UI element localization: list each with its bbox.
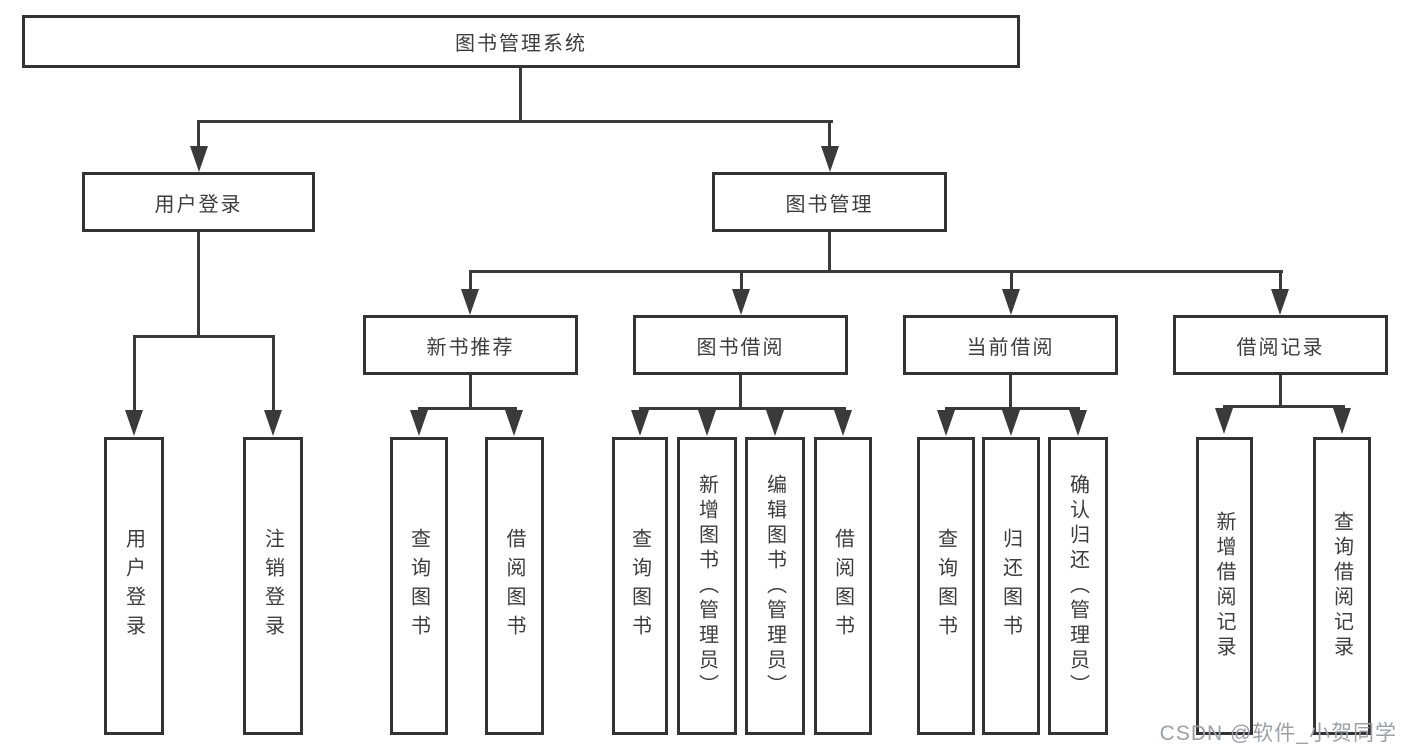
arrow-down-icon <box>732 289 750 315</box>
node-book-management: 图书管理 <box>712 172 947 232</box>
connector-line <box>1010 273 1013 291</box>
connector-line <box>639 407 846 410</box>
leaf-query-books: 查询图书 <box>917 437 975 735</box>
connector-line <box>1009 375 1012 407</box>
connector-line <box>418 407 517 410</box>
connector-line <box>469 375 472 407</box>
leaf-query-borrow-record: 查询借阅记录 <box>1313 437 1371 735</box>
arrow-down-icon <box>1002 289 1020 315</box>
connector-line <box>1279 375 1282 405</box>
leaf-logout-login: 注销登录 <box>243 437 303 735</box>
connector-line <box>739 375 742 407</box>
connector-line <box>828 232 831 270</box>
arrow-down-icon <box>698 410 716 436</box>
node-current-borrowing: 当前借阅 <box>903 315 1118 375</box>
connector-line <box>469 273 472 291</box>
connector-line <box>519 68 522 123</box>
connector-line <box>197 123 200 150</box>
arrow-down-icon <box>1271 289 1289 315</box>
connector-line <box>945 407 1080 410</box>
leaf-add-books-admin: 新增图书（管理员） <box>677 437 737 735</box>
arrow-down-icon <box>461 289 479 315</box>
leaf-edit-books-admin: 编辑图书（管理员） <box>745 437 805 735</box>
arrow-down-icon <box>190 146 208 172</box>
connector-line <box>197 120 833 123</box>
arrow-down-icon <box>821 146 839 172</box>
leaf-confirm-return-admin: 确认归还（管理员） <box>1048 437 1108 735</box>
connector-line <box>197 232 200 338</box>
connector-line <box>469 270 1283 273</box>
arrow-down-icon <box>264 410 282 436</box>
leaf-borrow-books: 借阅图书 <box>485 437 544 735</box>
leaf-borrow-books: 借阅图书 <box>814 437 872 735</box>
leaf-query-books: 查询图书 <box>390 437 448 735</box>
arrow-down-icon <box>631 410 649 436</box>
leaf-query-books: 查询图书 <box>612 437 668 735</box>
node-new-book-recommend: 新书推荐 <box>363 315 578 375</box>
node-borrowing-records: 借阅记录 <box>1173 315 1388 375</box>
node-library-system-root: 图书管理系统 <box>22 15 1020 68</box>
connector-line <box>1223 405 1345 408</box>
connector-line <box>133 338 136 414</box>
arrow-down-icon <box>1215 408 1233 434</box>
leaf-user-login: 用户登录 <box>104 437 164 735</box>
node-book-borrowing: 图书借阅 <box>633 315 848 375</box>
leaf-return-books: 归还图书 <box>982 437 1040 735</box>
csdn-watermark: CSDN @软件_小贺同学 <box>1159 722 1397 745</box>
arrow-down-icon <box>834 410 852 436</box>
arrow-down-icon <box>1333 408 1351 434</box>
node-user-login: 用户登录 <box>82 172 315 232</box>
arrow-down-icon <box>937 410 955 436</box>
arrow-down-icon <box>1002 410 1020 436</box>
arrow-down-icon <box>766 410 784 436</box>
arrow-down-icon <box>505 410 523 436</box>
connector-line <box>828 123 831 150</box>
arrow-down-icon <box>410 410 428 436</box>
connector-line <box>1279 273 1282 291</box>
arrow-down-icon <box>1069 410 1087 436</box>
connector-line <box>272 338 275 414</box>
connector-line <box>740 273 743 291</box>
leaf-add-borrow-record: 新增借阅记录 <box>1196 437 1253 735</box>
connector-line <box>133 335 275 338</box>
arrow-down-icon <box>125 410 143 436</box>
